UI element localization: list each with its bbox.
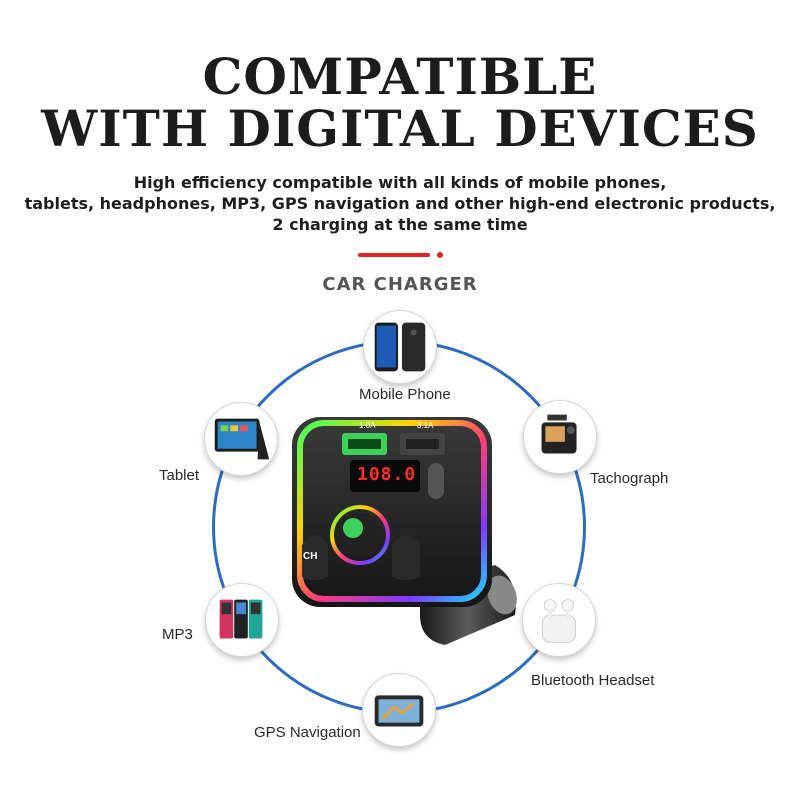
device-gps-navigation	[362, 673, 436, 747]
device-mp3	[205, 583, 279, 657]
car-charger-image	[270, 405, 530, 655]
subtitle-line-1: High efficiency compatible with all kind…	[133, 173, 667, 192]
tablet-icon	[214, 418, 270, 460]
device-label-mobile-phone: Mobile Phone	[359, 386, 451, 403]
headline-line-2: WITH DIGITAL DEVICES	[41, 99, 759, 158]
red-divider-dot	[437, 252, 443, 258]
device-tachograph	[523, 400, 597, 474]
device-tablet	[204, 402, 278, 476]
device-mobile-phone	[363, 310, 437, 384]
device-label-bluetooth-headset: Bluetooth Headset	[531, 672, 655, 689]
subtitle-line-2: tablets, headphones, MP3, GPS navigation…	[24, 194, 776, 213]
ch-button-label: CH	[303, 551, 318, 562]
red-divider-bar	[358, 253, 430, 257]
section-label: CAR CHARGER	[322, 274, 478, 295]
frequency-display: 108.0	[357, 464, 417, 485]
port1-label: 1.0A	[359, 421, 376, 430]
device-label-mp3: MP3	[162, 626, 193, 643]
device-label-tachograph: Tachograph	[590, 470, 669, 487]
device-label-gps-navigation: GPS Navigation	[254, 724, 361, 741]
device-bluetooth-headset	[522, 583, 596, 657]
mobile-phone-icon	[374, 322, 426, 372]
bluetooth-headset-icon	[541, 599, 577, 643]
device-label-tablet: Tablet	[159, 467, 200, 484]
subtitle-line-3: 2 charging at the same time	[272, 215, 528, 234]
car-charger-icon	[292, 417, 517, 645]
gps-navigation-icon	[374, 695, 424, 727]
mp3-player-icon	[219, 599, 263, 639]
port2-label: 3.1A	[417, 421, 434, 430]
tachograph-icon	[541, 414, 577, 454]
headline-line-1: COMPATIBLE	[202, 47, 598, 106]
